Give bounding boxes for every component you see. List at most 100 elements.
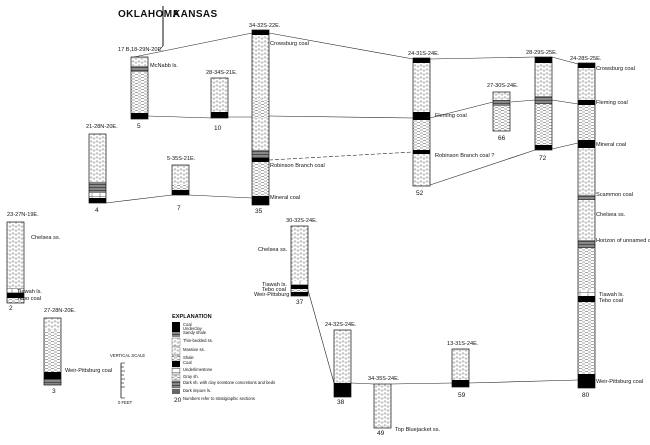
section-80-layer-3-shale	[578, 105, 595, 140]
section-80-label-5: Horizon of unnamed coal	[596, 238, 650, 244]
legend-swatch-gray-shale	[172, 375, 180, 380]
section-column-4: 21-28N-20E.4	[86, 124, 118, 214]
section-80-layer-5-sand	[578, 148, 595, 195]
section-10-layer-1-coal	[211, 112, 228, 118]
section-35-layer-6-shale	[252, 162, 269, 196]
section-3-layer-2-coal	[44, 372, 61, 379]
section-72-layer-1-sand	[535, 63, 552, 96]
legend-item-4: Massive ss.	[183, 347, 205, 352]
legend-title: EXPLANATION	[172, 314, 212, 320]
section-80-layer-1-sand	[578, 68, 595, 100]
section-10-layer-0-sand	[211, 78, 228, 112]
section-80-label-3: Scammon coal	[596, 192, 633, 198]
legend-item-6: Coal	[183, 360, 192, 365]
section-2-label-0: Chelsea ss.	[31, 235, 61, 241]
section-72-layer-2-dark	[535, 96, 552, 104]
section-72-layer-3-shale	[535, 104, 552, 145]
section-35-label-0: Crowsburg coal	[270, 41, 309, 47]
section-4-layer-3-coal	[89, 198, 106, 203]
section-80-layer-12-shale	[578, 302, 595, 374]
section-72-layer-0-coal	[535, 57, 552, 63]
section-37-layer-2-coal	[291, 285, 308, 289]
section-66-layer-2-shale	[493, 106, 510, 131]
section-column-59: 13-31S-24E.59	[447, 341, 479, 399]
section-37-number: 37	[296, 299, 304, 306]
section-5-layer-0-sand	[131, 57, 148, 66]
legend-item-3: Thin-bedded ss.	[183, 338, 213, 343]
section-2-number: 2	[9, 305, 13, 312]
section-80-label-2: Mineral coal	[596, 142, 626, 148]
vertical-scale: VERTICAL SCALE 0 FEET	[110, 353, 145, 405]
section-5-title: 17 B,18-29N-20E.	[118, 47, 163, 53]
state-label-oklahoma: OKLAHOMA	[118, 9, 180, 20]
section-37-label-0: Chelsea ss.	[258, 247, 288, 253]
section-3-number: 3	[52, 388, 56, 395]
section-37-layer-0-sand	[291, 226, 308, 281]
section-35-label-2: Mineral coal	[270, 195, 300, 201]
section-80-layer-9-shale	[578, 248, 595, 290]
section-5-number: 5	[137, 123, 141, 130]
section-80-layer-6-dark	[578, 195, 595, 200]
legend-item-7: Underlimestone	[183, 367, 213, 372]
scale-title: VERTICAL SCALE	[110, 353, 145, 358]
section-80-number: 80	[582, 392, 590, 399]
section-52-layer-1-sand	[413, 63, 430, 112]
section-52-label-0: Fleming coal	[435, 113, 467, 119]
legend-item-10: Dark impure ls.	[183, 388, 211, 393]
state-label-kansas: KANSAS	[173, 9, 218, 20]
section-52-layer-2-coal	[413, 112, 430, 120]
legend-swatch-underclay	[172, 332, 180, 337]
section-3-label-0: Weir-Pittsburg coal	[65, 368, 112, 374]
legend-item-9: Dark sh. with clay ironstone concretions…	[183, 380, 275, 385]
section-49-number: 49	[377, 430, 385, 437]
section-7-layer-2-coal	[172, 190, 189, 195]
scale-bottom-label: 0 FEET	[118, 400, 133, 405]
section-5-layer-2-shale	[131, 72, 148, 113]
section-37-title: 30-32S-24E.	[286, 218, 318, 224]
section-37-layer-1-lime	[291, 281, 308, 285]
section-2-label-1: Tiawah ls.	[17, 289, 42, 295]
section-38-title: 24-32S-24E.	[325, 322, 357, 328]
section-3-layer-3-dark	[44, 379, 61, 385]
section-35-layer-5-coal	[252, 158, 269, 162]
section-35-layer-2-shale	[252, 100, 269, 118]
section-3-layer-0-sand	[44, 318, 61, 330]
section-72-number: 72	[539, 155, 547, 162]
section-72-title: 28-29S-25E.	[526, 50, 558, 56]
section-66-layer-1-dark	[493, 100, 510, 106]
section-35-layer-0-coal	[252, 30, 269, 35]
section-38-layer-0-sand	[334, 330, 351, 383]
section-52-layer-5-sand	[413, 154, 430, 186]
section-80-layer-11-coal	[578, 296, 595, 302]
section-35-layer-7-coal	[252, 196, 269, 205]
legend-swatch-coal-2	[172, 361, 180, 367]
section-52-layer-0-coal	[413, 58, 430, 63]
section-49-title: 34-35S-24E.	[368, 376, 400, 382]
section-49-label-0: Top Bluejacket ss.	[395, 427, 441, 433]
section-37-label-3: Weir-Pittsburg coal	[254, 292, 301, 298]
section-7-number: 7	[177, 205, 181, 212]
section-52-label-1: Robinson Branch coal ?	[435, 153, 494, 159]
section-66-layer-0-sand	[493, 92, 510, 100]
section-52-number: 52	[416, 190, 424, 197]
section-66-number: 66	[498, 135, 506, 142]
section-80-layer-13-coal	[578, 374, 595, 388]
section-80-layer-4-coal	[578, 140, 595, 148]
section-5-layer-3-coal	[131, 113, 148, 119]
section-59-title: 13-31S-24E.	[447, 341, 479, 347]
legend-item-2: Sandy shale	[183, 330, 207, 335]
section-35-layer-3-sand	[252, 118, 269, 150]
legend-swatch-dark-ls	[172, 389, 180, 394]
section-52-layer-3-shale	[413, 120, 430, 150]
section-column-37: 30-32S-24E.37Chelsea ss.Tiawah ls.Tebo c…	[254, 218, 318, 306]
section-2-layer-0-sand	[7, 222, 24, 288]
section-5-label-0: McNabb ls.	[150, 63, 178, 69]
legend-example-number: 20	[174, 397, 182, 404]
section-column-72: 28-29S-25E. 72	[526, 50, 558, 162]
legend-swatch-thin-ss	[172, 338, 180, 346]
